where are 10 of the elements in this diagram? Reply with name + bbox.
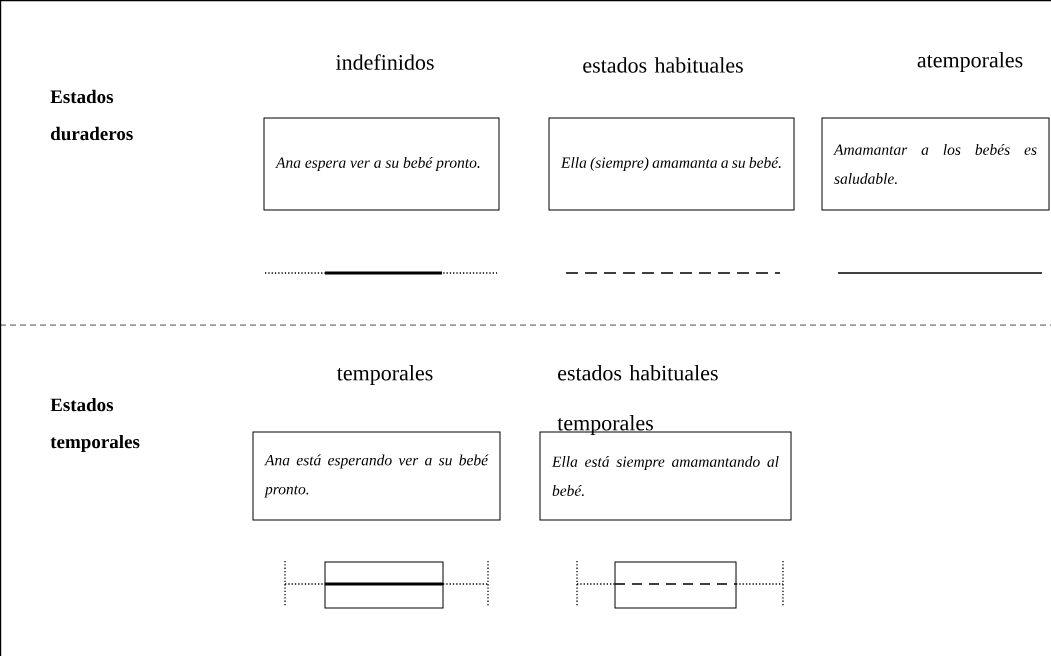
heading: temporales [336, 365, 433, 385]
heading: estados habituales [583, 57, 743, 73]
heading: indefinidos [335, 54, 434, 70]
example-box: Ella (siempre) amamanta a su bebé. [548, 117, 795, 211]
row-label: Estados duraderos [50, 89, 133, 141]
heading: atemporales [917, 52, 1023, 72]
example-box: Ana está esperando ver a su bebé pronto. [252, 431, 501, 521]
row-label: Estados temporales [50, 397, 140, 453]
example-box: Amamantar a los bebés es saludable. [821, 117, 1050, 211]
example-box: Ana espera ver a su bebé pronto. [263, 117, 500, 211]
